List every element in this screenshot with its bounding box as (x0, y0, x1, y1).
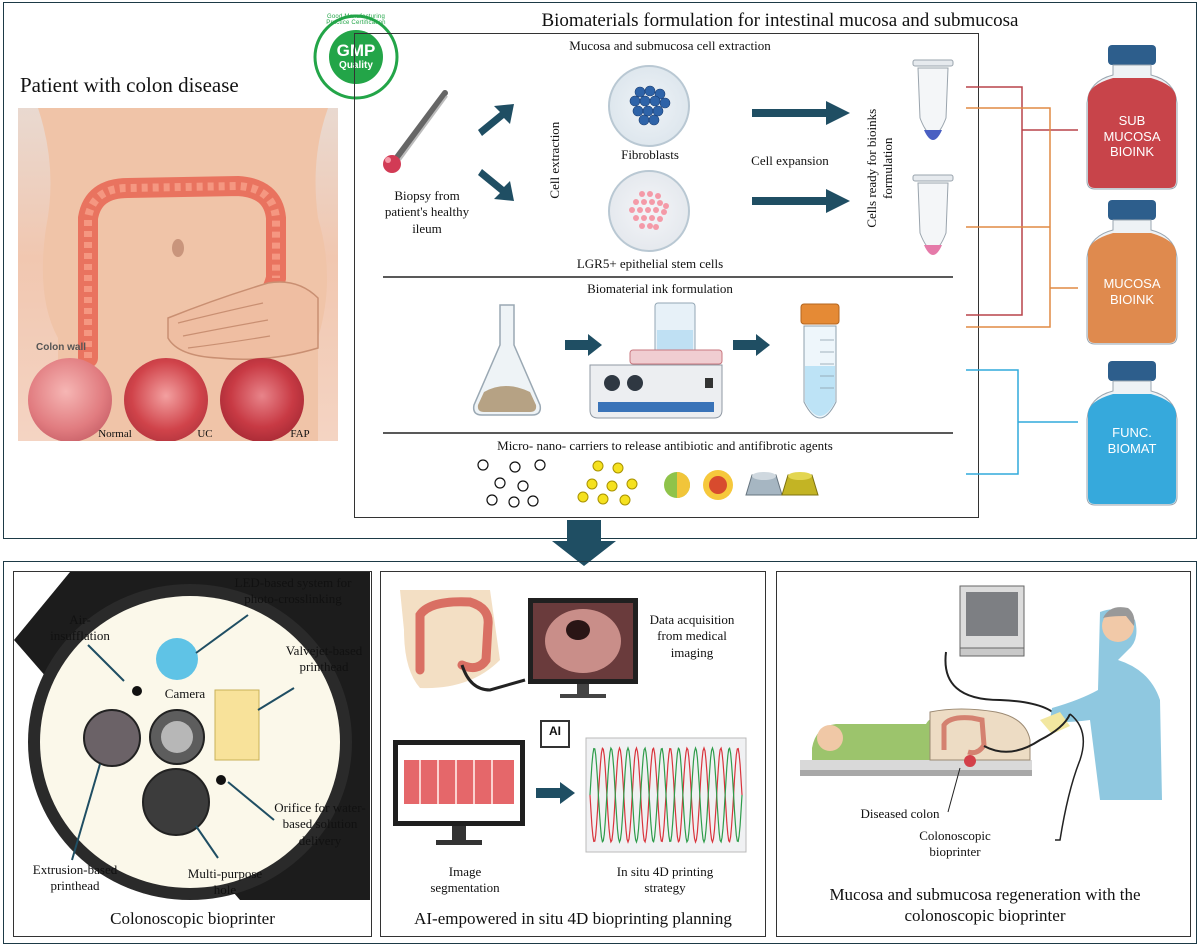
bottom-frame (3, 561, 1197, 944)
colon-label-uc: UC (197, 428, 213, 440)
colon-label-normal: Normal (98, 428, 132, 440)
formulation-box (354, 33, 979, 518)
bottle-label-funcbiomat: FUNC. BIOMAT (1107, 425, 1157, 456)
gmp-small: Quality (339, 60, 373, 71)
camera-label: Camera (164, 686, 206, 701)
gmp-big: GMP (336, 41, 376, 60)
multipurpose-label: Multi-purpose hole (187, 866, 263, 898)
valvejet-label: Valvejet-based printhead (285, 643, 363, 675)
strategy-wave-1 (589, 746, 743, 844)
cell-expansion-label: Cell expansion (751, 153, 829, 168)
ai-planning-panel (380, 571, 766, 937)
patient-illustration: Colon wall Normal UC FAP (18, 108, 338, 441)
strategy-label: In situ 4D printing strategy (616, 864, 714, 896)
colon-uc-image (124, 358, 208, 441)
bioprinter-panel (13, 571, 372, 937)
air-label: Air- insufflation (50, 612, 110, 644)
data-acquisition-label: Data acquisition from medical imaging (649, 612, 735, 660)
main-title: Biomaterials formulation for intestinal … (541, 10, 1019, 31)
bottle-icon-submucosa: SUB MUCOSA BIOINK (1083, 45, 1181, 190)
colon-wall-label: Colon wall (36, 342, 86, 353)
bottle-label-mucosa: MUCOSA BIOINK (1103, 276, 1161, 307)
petri-dish-icon (608, 65, 690, 147)
regeneration-title: Mucosa and submucosa regeneration with t… (829, 885, 1141, 926)
colon-normal-image (28, 358, 112, 441)
regeneration-panel (776, 571, 1191, 937)
biopsy-label: Biopsy from patient's healthy ileum (384, 188, 470, 236)
bottle-icon-funcbiomat: FUNC. BIOMAT (1083, 361, 1181, 506)
petri-dish-icon-2 (608, 170, 690, 252)
colon-label-fap: FAP (290, 428, 310, 440)
lgr5-label: LGR5+ epithelial stem cells (576, 256, 724, 271)
segmentation-label: Image segmentation (430, 864, 500, 896)
fibroblasts-label: Fibroblasts (621, 147, 679, 162)
led-label: LED-based system for photo-crosslinking (234, 575, 352, 607)
bottle-icon-mucosa: MUCOSA BIOINK (1083, 200, 1181, 345)
colonoscopic-bioprinter-label: Colonoscopic bioprinter (919, 828, 991, 860)
cell-extraction-title: Mucosa and submucosa cell extraction (569, 38, 771, 53)
diseased-colon-label: Diseased colon (860, 806, 940, 821)
gmp-badge: GMP Quality Good Manufacturing Practice … (313, 14, 399, 100)
extrusion-label: Extrusion-based printhead (32, 862, 118, 894)
gmp-ring-text: Good Manufacturing Practice Certificatio… (326, 14, 386, 26)
stem-cells (629, 191, 669, 230)
carriers-title: Micro- nano- carriers to release antibio… (497, 438, 833, 453)
fibroblast-cells (629, 85, 671, 126)
ai-chip-icon (540, 720, 570, 748)
bioprinter-title: Colonoscopic bioprinter (110, 909, 275, 928)
colon-fap-image (220, 358, 304, 441)
orifice-label: Orifice for water-based solution deliver… (274, 800, 366, 848)
ai-chip-label: AI (549, 724, 561, 738)
bottle-label-submucosa: SUB MUCOSA BIOINK (1103, 113, 1161, 160)
ai-planning-title: AI-empowered in situ 4D bioprinting plan… (414, 909, 732, 928)
patient-title: Patient with colon disease (20, 73, 239, 97)
ink-title: Biomaterial ink formulation (587, 281, 733, 296)
